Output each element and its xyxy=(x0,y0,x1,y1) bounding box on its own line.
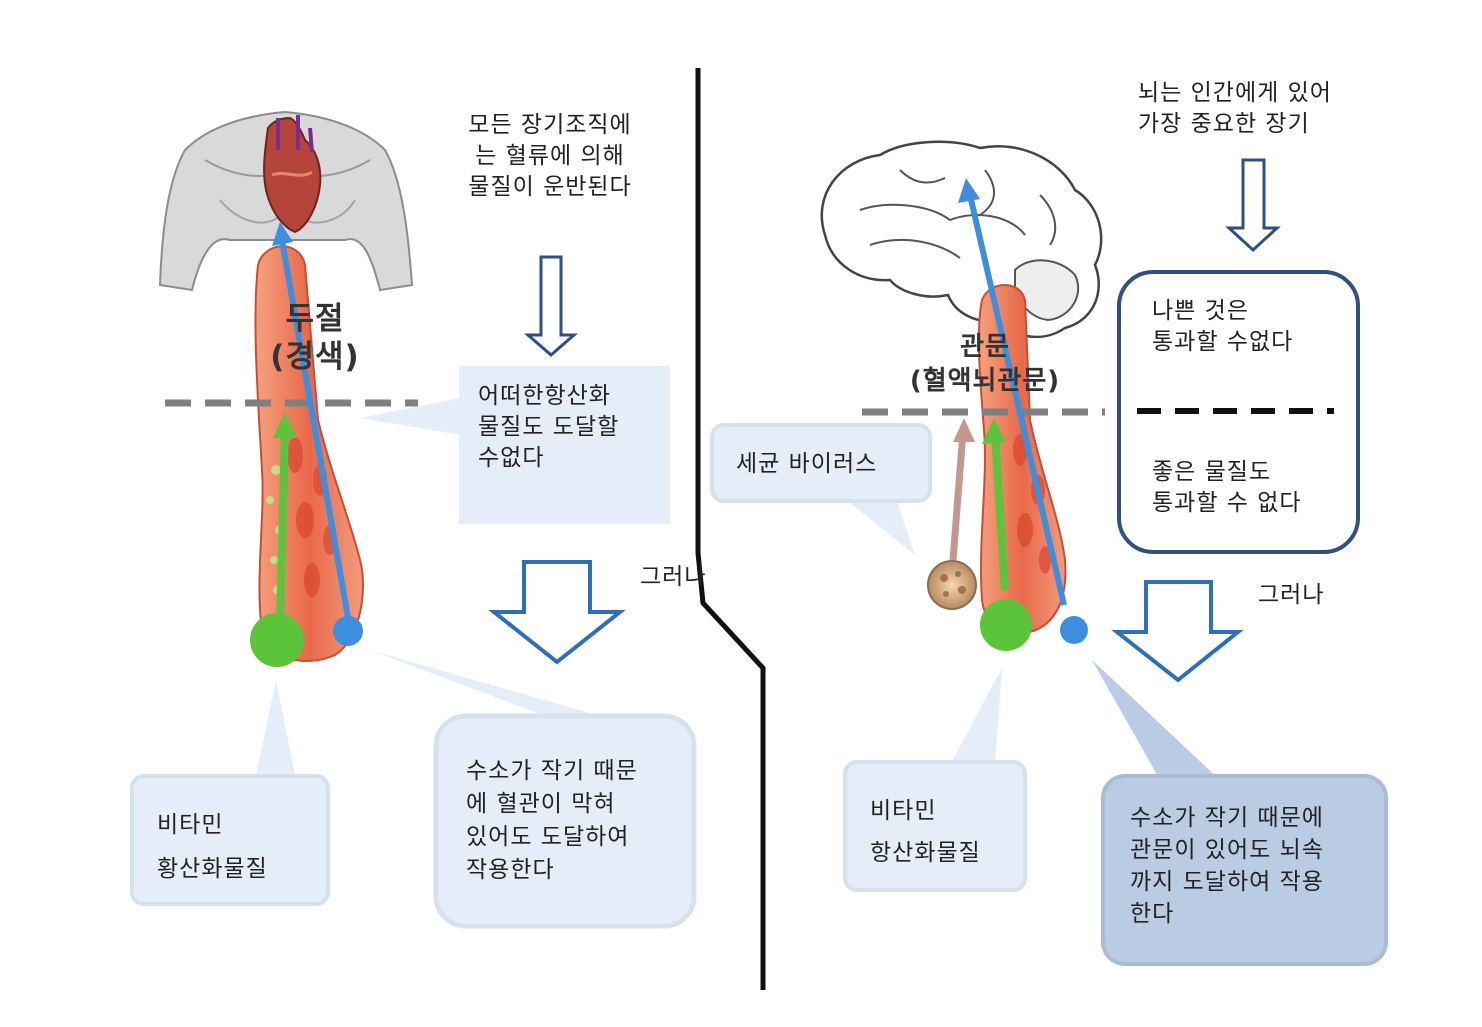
right-however-label: 그러나 xyxy=(1258,582,1325,608)
left-big-down-arrow xyxy=(488,560,626,665)
right-vitamin-arrowhead xyxy=(982,418,1006,444)
left-vitamin-arrow-line xyxy=(276,427,289,626)
barrier-bad-text: 나쁜 것은 통과할 수없다 xyxy=(1152,298,1294,355)
right-top-note: 뇌는 인간에게 있어 가장 중요한 장기 xyxy=(1138,80,1332,137)
left-top-note: 모든 장기조직에 는 혈류에 의해 물질이 운반된다 xyxy=(468,112,632,200)
left-no-reach-callout-shape xyxy=(360,366,670,524)
right-top-down-arrow xyxy=(1225,158,1281,253)
left-vitamin-dot xyxy=(250,613,304,667)
left-no-reach-callout-text: 어떠한항산화 물질도 도달할 수없다 xyxy=(478,383,620,471)
right-pathogen-arrowhead xyxy=(953,418,975,442)
panel-divider-line xyxy=(695,68,766,990)
right-hydrogen-dot xyxy=(1060,616,1088,644)
right-hydrogen-arrowhead xyxy=(958,178,980,203)
right-vitamin-dot xyxy=(980,599,1032,651)
right-vitamin-callout-shape xyxy=(843,668,1027,892)
left-top-down-arrow xyxy=(523,255,579,357)
divider-however-label: 그러나 xyxy=(640,564,707,590)
right-gate-label: 관문 (혈액뇌관문) xyxy=(909,332,1061,396)
barrier-info-box xyxy=(1117,270,1360,554)
right-vitamin-callout-text: 비타민 항산화물질 xyxy=(870,798,981,866)
virus-icon xyxy=(927,560,977,610)
right-pathogen-arrow-line xyxy=(949,431,967,561)
brain-illustration xyxy=(820,140,1103,339)
right-vitamin-arrow-line xyxy=(991,432,1009,591)
heart-illustration xyxy=(263,115,322,234)
left-blockage-label: 두절 (경색) xyxy=(270,301,360,375)
left-hydrogen-callout-text: 수소가 작기 때문 에 혈관이 막혀 있어도 도달하여 작용한다 xyxy=(466,758,638,883)
left-vitamin-arrowhead xyxy=(273,412,297,438)
left-hydrogen-arrow-line xyxy=(279,239,351,619)
right-hydrogen-arrow-line xyxy=(967,194,1067,606)
left-hydrogen-dot xyxy=(333,616,363,646)
left-hydrogen-callout-shape xyxy=(370,650,697,929)
left-vitamin-callout-text: 비타민 황산화물질 xyxy=(157,812,268,882)
left-vitamin-callout-shape xyxy=(130,680,330,906)
pathogen-callout-shape xyxy=(710,423,932,555)
barrier-good-text: 좋은 물질도 통과할 수 없다 xyxy=(1152,459,1302,516)
left-hydrogen-arrowhead xyxy=(272,222,293,246)
right-big-down-arrow xyxy=(1111,580,1244,683)
pathogen-callout-text: 세균 바이러스 xyxy=(736,451,878,477)
right-hydrogen-callout-shape xyxy=(1092,660,1388,966)
right-hydrogen-callout-text: 수소가 작기 때문에 관문이 있어도 뇌속 까지 도달하여 작용 한다 xyxy=(1130,805,1324,927)
